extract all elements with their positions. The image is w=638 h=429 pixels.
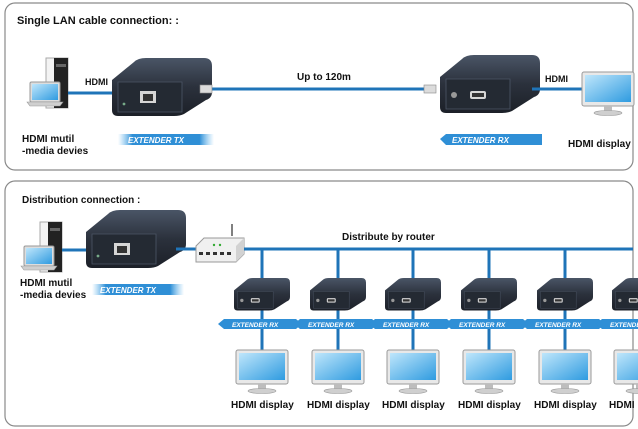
router-label: Distribute by router (342, 232, 435, 243)
rx-band-label: EXTENDER RX (232, 322, 279, 329)
rx-band-label: EXTENDER RX (383, 322, 430, 329)
display-label: HDMI display (307, 400, 370, 411)
router-icon (195, 224, 245, 263)
panel2-title: Distribution connection : (22, 195, 140, 206)
tx-band-2 (92, 284, 184, 295)
display-label: HDMI (609, 400, 635, 411)
rj45-plug-left (199, 84, 213, 94)
hdmi-label-left: HDMI (85, 77, 108, 87)
source-label-2-line2: -media devies (20, 290, 87, 301)
rx-band-label: EXTENDER RX (459, 322, 506, 329)
rx-band (369, 319, 453, 329)
rj45-plug-right (423, 84, 437, 94)
source-label-line1: HDMI mutil (22, 134, 74, 145)
panel1-title: Single LAN cable connection: : (17, 15, 179, 27)
rx-band-label: EXTENDER RX (535, 322, 582, 329)
rx-band-label: EXTENDER RX (308, 322, 355, 329)
cable-length-label: Up to 120m (297, 72, 351, 83)
rx-band-label: EXTENDER RX (610, 322, 638, 329)
source-label-line2: -media devies (22, 146, 89, 157)
rx-band (521, 319, 605, 329)
display-label: HDMI display (568, 139, 631, 150)
rx-band (596, 319, 638, 329)
tx-band (118, 134, 214, 145)
rx-band (294, 319, 378, 329)
source-label-2-line1: HDMI mutil (20, 278, 72, 289)
rx-band-label: EXTENDER RX (452, 136, 510, 145)
tx-band-label-2: EXTENDER TX (100, 286, 157, 295)
hdmi-label-right: HDMI (545, 74, 568, 84)
display-label: HDMI display (534, 400, 597, 411)
tx-band-label: EXTENDER TX (128, 136, 185, 145)
display-label: HDMI display (458, 400, 521, 411)
rx-band (445, 319, 529, 329)
rx-band (440, 134, 542, 145)
display-label: HDMI display (231, 400, 294, 411)
rx-band (218, 319, 302, 329)
display-label: HDMI display (382, 400, 445, 411)
